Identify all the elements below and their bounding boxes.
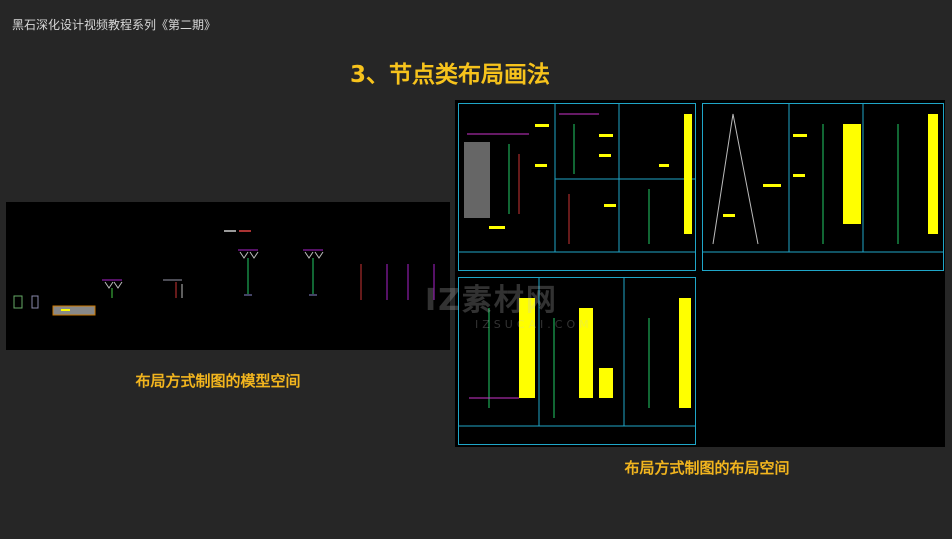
slide-title: 3、节点类布局画法 [349,62,550,88]
ceiling-detail-2 [238,249,259,296]
layout-sheet-2 [702,103,944,271]
ceiling-detail-3 [303,249,324,296]
layout-space-screenshot [455,100,945,447]
watermark: IZ素材网 [425,283,558,318]
layout-space-caption: 布局方式制图的布局空间 [624,459,790,477]
model-space-screenshot [6,202,450,350]
model-space-caption: 布局方式制图的模型空间 [135,372,301,390]
wall-details-right [360,264,435,300]
layout-sheet-3 [458,277,696,445]
layout-sheet-1 [458,103,696,271]
detail-mini-2 [31,295,39,309]
gray-block [52,305,96,316]
model-space-drawing [13,230,435,316]
detail-mini-1 [13,295,23,309]
series-title: 黑石深化设计视频教程系列《第二期》 [12,18,217,32]
ceiling-detail-1 [102,279,123,298]
watermark-url: IZSUCAI.COM [475,318,593,331]
wall-detail [163,279,183,298]
